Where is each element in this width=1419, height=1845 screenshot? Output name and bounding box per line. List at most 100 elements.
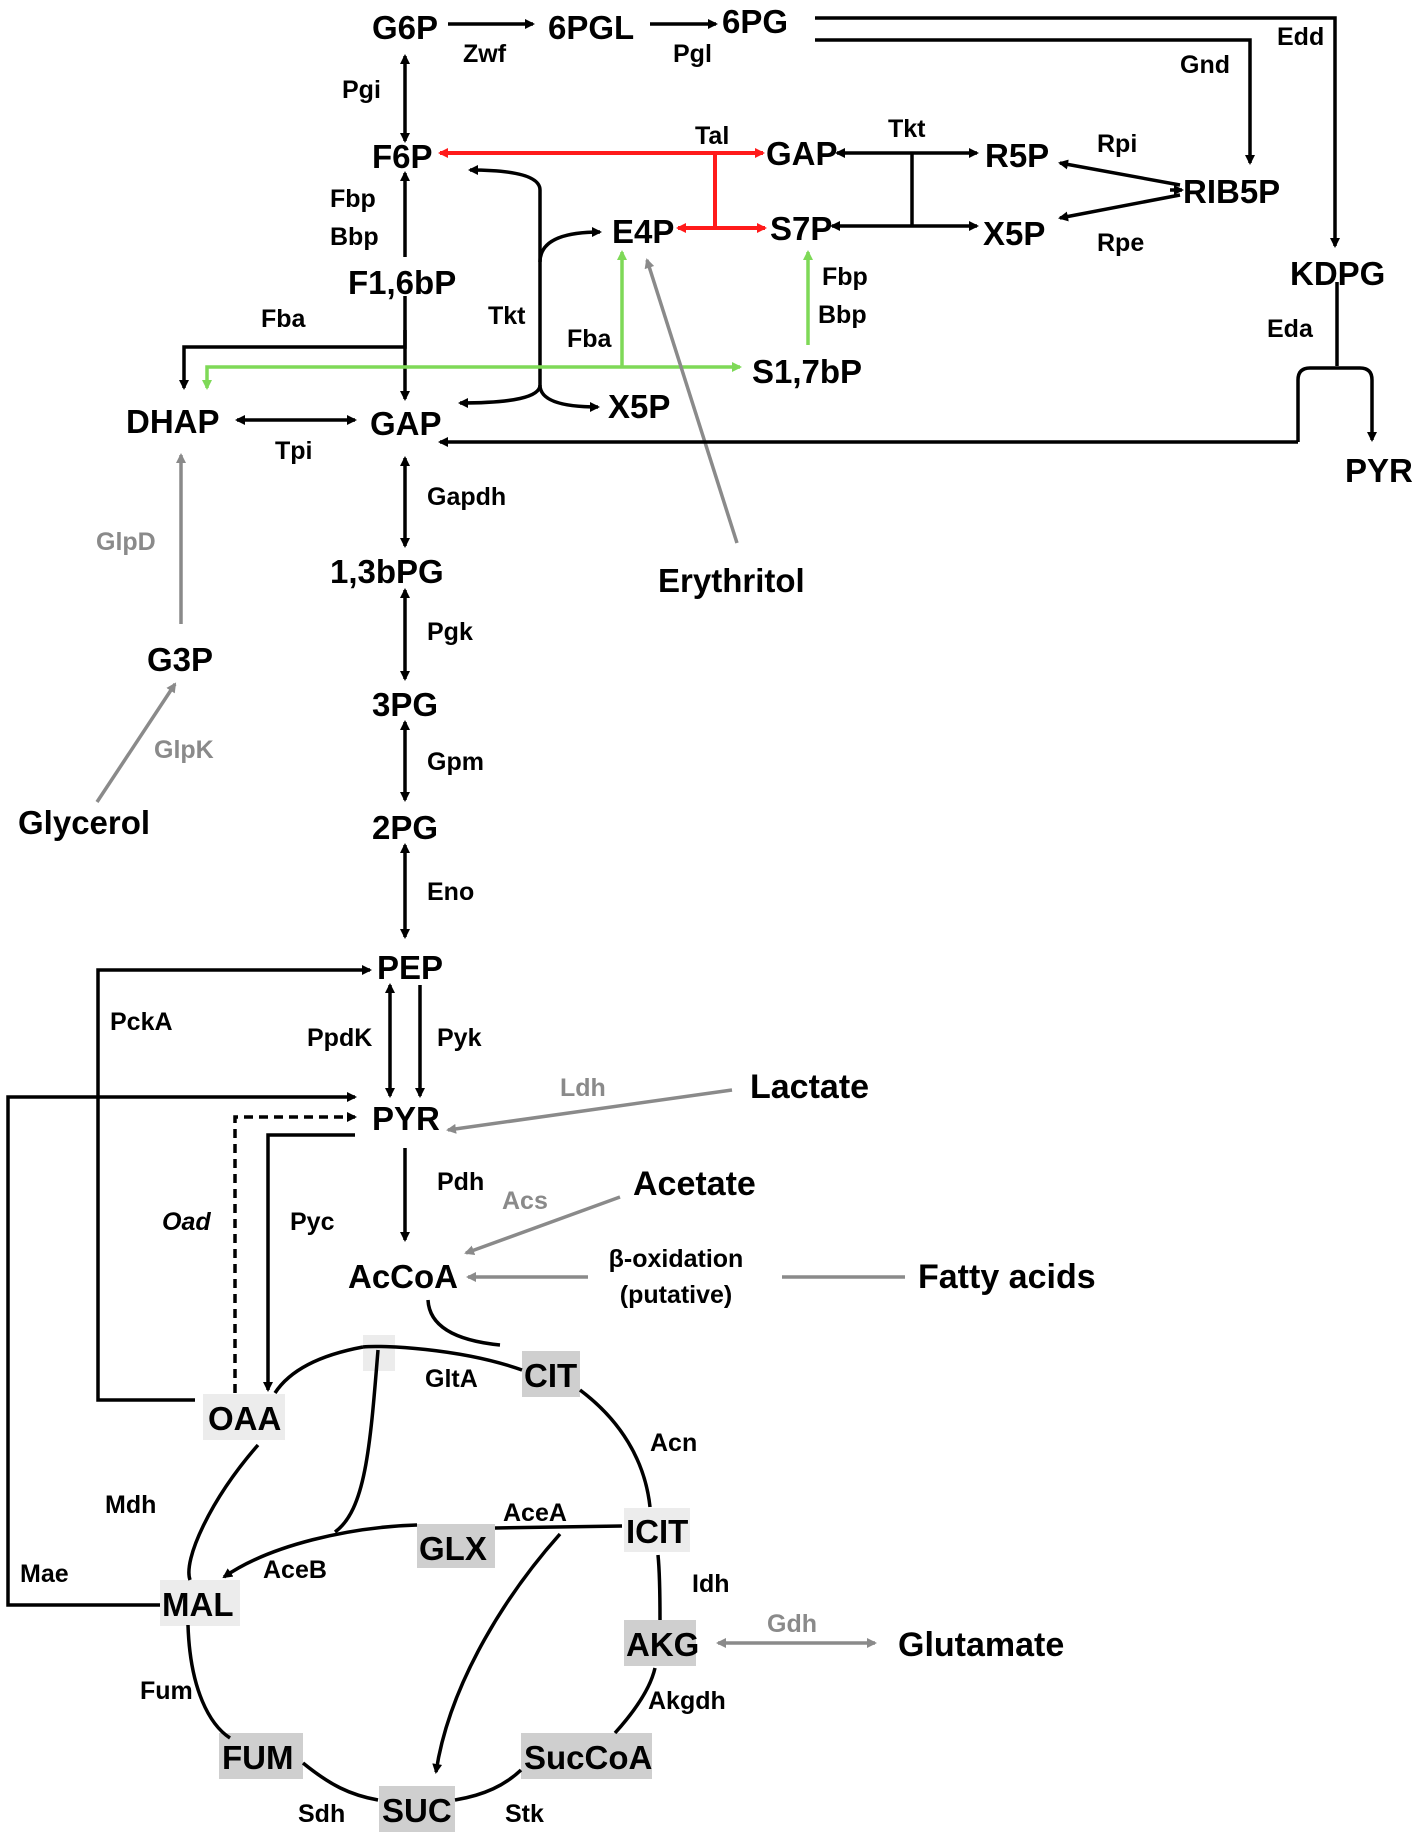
met-gap: GAP (370, 405, 442, 442)
notes: β-oxidation (putative) (609, 1245, 744, 1309)
enz-idh: Idh (692, 1570, 730, 1598)
highlight-boxes (160, 1335, 696, 1832)
met-glycerol: Glycerol (18, 804, 150, 841)
met-dhap: DHAP (126, 403, 220, 440)
line-accoa-aceb (333, 1349, 380, 1534)
arrow-tkt-x5p (538, 384, 600, 412)
box-fum (219, 1733, 303, 1779)
arc-mal-fum (186, 1624, 231, 1740)
enz-glpk: GlpK (154, 736, 214, 764)
met-s7p: S7P (770, 210, 832, 247)
met-acetate: Acetate (633, 1165, 756, 1203)
enz-gapdh: Gapdh (427, 483, 506, 511)
line-acea (494, 1524, 623, 1530)
met-rib5p: RIB5P (1183, 173, 1280, 210)
line-accoa-cit (426, 1299, 501, 1347)
enz-fba-2: Fba (567, 325, 613, 353)
enz-fum: Fum (140, 1677, 193, 1705)
enz-tal: Tal (695, 122, 729, 150)
enz-sdh: Sdh (298, 1800, 345, 1828)
met-2pg: 2PG (372, 809, 438, 846)
enz-gdh: Gdh (767, 1610, 817, 1638)
met-pyr-ed: PYR (1345, 452, 1413, 489)
met-oaa: OAA (208, 1400, 281, 1437)
met-f6p: F6P (372, 138, 433, 175)
enz-mae: Mae (20, 1560, 69, 1588)
arrow-fba-s17bp (202, 362, 742, 390)
reaction-arrows (6, 16, 1377, 1802)
met-pep: PEP (377, 949, 443, 986)
enz-tpi: Tpi (275, 437, 313, 465)
arrow-rpe (1058, 193, 1181, 222)
met-3pg: 3PG (372, 686, 438, 723)
met-accoa: AcCoA (348, 1258, 458, 1295)
enz-pgk: Pgk (427, 618, 473, 646)
box-glx (417, 1524, 495, 1568)
note-beta-oxidation: β-oxidation (609, 1245, 744, 1273)
enz-bbp-2: Bbp (818, 301, 867, 329)
note-putative: (putative) (620, 1281, 733, 1309)
met-r5p: R5P (985, 137, 1049, 174)
met-succoa: SucCoA (524, 1739, 652, 1776)
enz-bbp-1: Bbp (330, 223, 379, 251)
arc-fum-suc (301, 1761, 379, 1802)
met-s17bp: S1,7bP (752, 353, 862, 390)
enz-zwf: Zwf (463, 40, 507, 68)
arc-oaa-mal (187, 1443, 260, 1581)
met-f16bp: F1,6bP (348, 264, 456, 301)
arrow-tkt-gap-f6p (458, 165, 542, 408)
enz-mdh: Mdh (105, 1491, 156, 1519)
met-glutamate: Glutamate (898, 1626, 1064, 1664)
enz-tkt-top: Tkt (888, 115, 926, 143)
enz-ldh: Ldh (560, 1074, 606, 1102)
enz-gnd: Gnd (1180, 51, 1230, 79)
arc-succoa-akg (613, 1667, 657, 1735)
arrow-mae (6, 1092, 357, 1607)
enz-glta: GltA (425, 1365, 478, 1393)
met-x5p-ppp: X5P (983, 215, 1045, 252)
enz-eno: Eno (427, 878, 474, 906)
enz-pyc: Pyc (290, 1208, 335, 1236)
box-icit (624, 1508, 690, 1552)
enz-pyk: Pyk (437, 1024, 482, 1052)
enz-rpi: Rpi (1097, 130, 1137, 158)
arrow-ldh (446, 1088, 733, 1134)
enz-oad: Oad (162, 1208, 211, 1236)
box-akg (624, 1620, 696, 1666)
enz-stk: Stk (505, 1800, 544, 1828)
enz-pcka: PckA (110, 1008, 173, 1036)
met-gap-ppp: GAP (766, 135, 838, 172)
arc-top-cit (362, 1344, 523, 1372)
arrow-pcka (96, 965, 372, 1402)
met-pyr: PYR (372, 1100, 440, 1137)
met-fum: FUM (222, 1739, 293, 1776)
enz-pgl: Pgl (673, 40, 712, 68)
arrow-eda-pyr (1296, 366, 1377, 442)
arrow-acs (464, 1195, 621, 1255)
enz-edd: Edd (1277, 23, 1324, 51)
met-g6p: G6P (372, 9, 438, 46)
box-cit (522, 1351, 580, 1397)
arrow-6pg-rib5p (815, 38, 1255, 165)
arc-cit-icit (578, 1388, 652, 1508)
enz-eda: Eda (1267, 315, 1314, 343)
arrow-glpk (95, 682, 177, 803)
box-succoa (521, 1733, 652, 1779)
arrow-rpi (1058, 159, 1181, 187)
enz-pgi: Pgi (342, 76, 381, 104)
arc-suc-succoa (454, 1768, 523, 1802)
arrow-fba-dhap (179, 296, 407, 390)
arrow-erythritol-e4p (644, 258, 739, 544)
met-6pg: 6PG (722, 3, 788, 40)
met-mal: MAL (162, 1586, 233, 1623)
arrow-aceb-mal (222, 1523, 418, 1579)
enz-fbp-1: Fbp (330, 185, 376, 213)
met-fatty-acids: Fatty acids (918, 1258, 1096, 1296)
arrow-tkt-e4p (538, 227, 602, 263)
met-kdpg: KDPG (1290, 255, 1385, 292)
met-e4p: E4P (612, 213, 674, 250)
met-lactate: Lactate (750, 1068, 869, 1106)
enz-acea: AceA (503, 1499, 567, 1527)
enz-gpm: Gpm (427, 748, 484, 776)
